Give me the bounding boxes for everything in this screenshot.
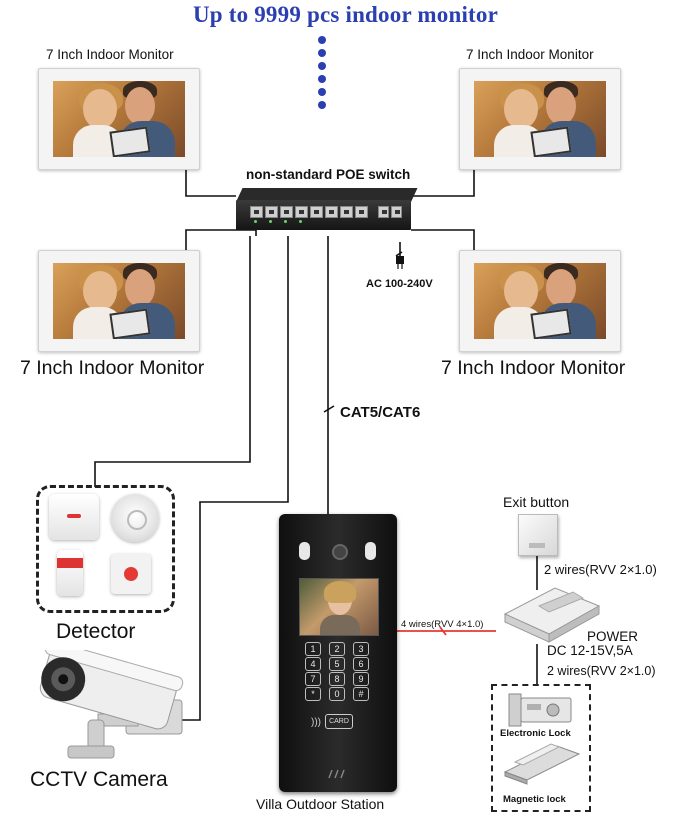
more-monitors-dots xyxy=(318,36,328,114)
cctv-camera-icon xyxy=(39,650,184,759)
monitor-label-top-right: 7 Inch Indoor Monitor xyxy=(466,47,594,62)
keypad-key[interactable]: * xyxy=(305,687,321,701)
pir-sensor-icon xyxy=(57,550,83,596)
speaker-grille xyxy=(319,766,359,779)
keypad-key[interactable]: 7 xyxy=(305,672,321,686)
ac-plug-icon xyxy=(396,242,404,269)
wire-cctv xyxy=(180,236,289,721)
nfc-icon: ))) xyxy=(311,717,321,728)
station-light-left xyxy=(299,542,310,560)
keypad-key[interactable]: 3 xyxy=(353,642,369,656)
power-supply-icon xyxy=(503,587,601,643)
monitor-screen xyxy=(474,81,606,157)
keypad-key[interactable]: 5 xyxy=(329,657,345,671)
station-wires-label: 4 wires(RVV 4×1.0) xyxy=(401,619,484,630)
keypad-key[interactable]: 4 xyxy=(305,657,321,671)
monitor-label-top-left: 7 Inch Indoor Monitor xyxy=(46,47,174,62)
keypad-key[interactable]: 8 xyxy=(329,672,345,686)
indoor-monitor-top-right xyxy=(459,68,621,170)
monitor-label-mid-left: 7 Inch Indoor Monitor xyxy=(20,357,205,379)
gas-detector-icon xyxy=(49,494,99,540)
exit-button-label: Exit button xyxy=(503,494,570,510)
electronic-lock-label: Electronic Lock xyxy=(500,728,571,739)
page-title: Up to 9999 pcs indoor monitor xyxy=(192,2,499,27)
keypad-key[interactable]: 2 xyxy=(329,642,345,656)
monitor-screen xyxy=(474,263,606,339)
camera-lens-icon xyxy=(332,544,348,560)
monitor-label-mid-right: 7 Inch Indoor Monitor xyxy=(441,357,626,379)
keypad-key[interactable]: 6 xyxy=(353,657,369,671)
magnetic-lock-icon xyxy=(503,743,581,785)
exit-wires-label: 2 wires(RVV 2×1.0) xyxy=(544,562,657,577)
station-light-right xyxy=(365,542,376,560)
smoke-detector-icon xyxy=(111,494,159,542)
wire-top-left-monitor xyxy=(185,168,236,197)
power-spec-label: POWER DC 12-15V,5A xyxy=(547,629,639,658)
wire-detector xyxy=(94,236,251,487)
electronic-lock-icon xyxy=(508,693,572,727)
monitor-screen xyxy=(53,81,185,157)
magnetic-lock-label: Magnetic lock xyxy=(503,794,566,805)
keypad-key[interactable]: 9 xyxy=(353,672,369,686)
keypad-key[interactable]: 1 xyxy=(305,642,321,656)
outdoor-station-label: Villa Outdoor Station xyxy=(256,796,385,812)
station-screen xyxy=(299,578,379,636)
indoor-monitor-mid-left xyxy=(38,250,200,352)
exit-button xyxy=(518,514,558,556)
indoor-monitor-top-left xyxy=(38,68,200,170)
ac-voltage-label: AC 100-240V xyxy=(366,278,433,290)
lock-group xyxy=(491,684,591,812)
lock-wires-label: 2 wires(RVV 2×1.0) xyxy=(547,664,656,678)
power-title: POWER xyxy=(587,629,639,644)
detector-group xyxy=(36,485,175,613)
wire-mid-right-monitor xyxy=(411,229,475,250)
detector-label: Detector xyxy=(56,620,136,643)
poe-switch-label: non-standard POE switch xyxy=(246,167,411,182)
wire-mid-left-monitor xyxy=(185,229,257,250)
cctv-camera-label: CCTV Camera xyxy=(30,768,168,791)
cable-type-label: CAT5/CAT6 xyxy=(340,404,421,421)
monitor-screen xyxy=(53,263,185,339)
wire-top-right-monitor xyxy=(411,168,475,197)
indoor-monitor-mid-right xyxy=(459,250,621,352)
emergency-button-icon xyxy=(111,554,151,594)
card-reader[interactable]: CARD xyxy=(325,714,353,729)
keypad-key[interactable]: 0 xyxy=(329,687,345,701)
keypad-key[interactable]: # xyxy=(353,687,369,701)
poe-switch xyxy=(236,188,418,236)
power-voltage: DC 12-15V,5A xyxy=(547,643,633,658)
